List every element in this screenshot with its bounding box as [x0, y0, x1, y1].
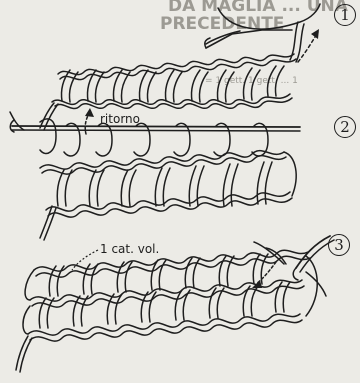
step-3-illustration: [16, 236, 334, 372]
step-3-label: 1 cat. vol.: [100, 242, 159, 256]
step-2-illustration: [10, 108, 300, 240]
step-1-stitch-posts: [61, 66, 284, 102]
step-3-top-chain: [34, 250, 308, 271]
step-1-number: 1: [334, 4, 356, 26]
step-3-base-chain: [28, 314, 300, 335]
step-1-hook: [206, 30, 292, 48]
step-3-number: 3: [328, 234, 350, 256]
step-3-arrow: [256, 262, 276, 284]
step-2-loops-on-hook: [40, 119, 268, 156]
step-2-number: 2: [334, 116, 356, 138]
step-2-label: ritorno: [100, 112, 140, 126]
step-1-illustration: [40, 4, 320, 130]
step-2-stitch-posts: [57, 162, 272, 206]
